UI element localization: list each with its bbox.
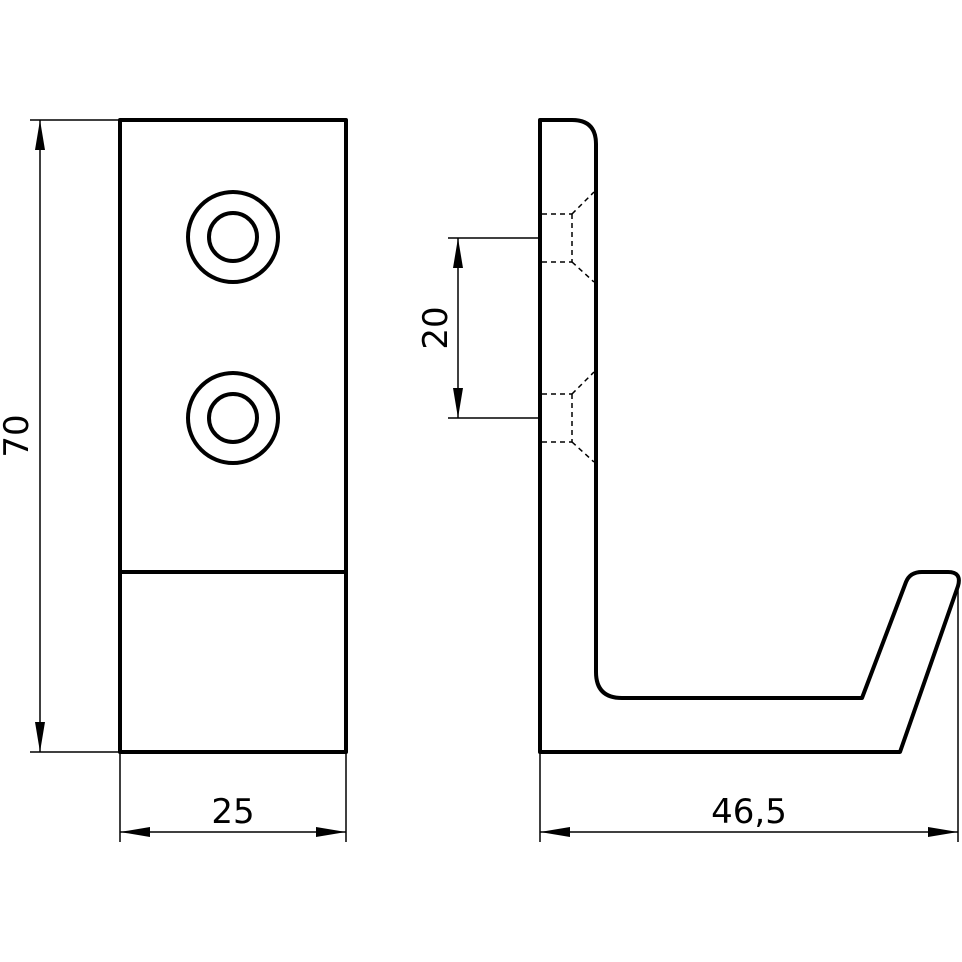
height-dimension: 70 <box>0 119 120 753</box>
front-width-dimension-label: 25 <box>211 792 254 832</box>
lower-mounting-hole <box>186 371 280 465</box>
upper-mounting-hole <box>186 190 280 284</box>
hook-profile-outline <box>538 118 961 754</box>
height-dimension-label: 70 <box>0 414 37 457</box>
front-plate-outline <box>118 118 348 754</box>
side-depth-dimension-label: 46,5 <box>711 792 787 832</box>
lower-hidden-hole <box>542 371 595 463</box>
side-view: 20 46,5 <box>416 118 961 842</box>
hole-spacing-dimension-label: 20 <box>416 306 456 349</box>
upper-hidden-hole <box>542 191 595 283</box>
side-depth-dimension: 46,5 <box>539 586 959 842</box>
front-width-dimension: 25 <box>119 752 347 842</box>
hole-spacing-dimension: 20 <box>416 237 540 419</box>
front-view: 70 25 <box>0 118 348 842</box>
